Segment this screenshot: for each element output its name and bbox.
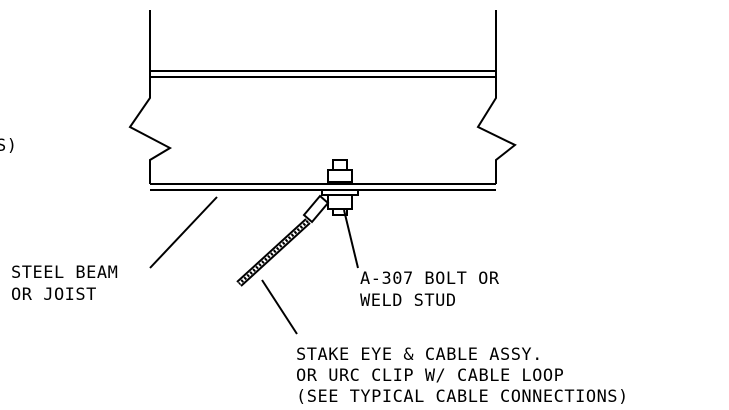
cable-line-b <box>240 222 311 287</box>
bolt-tail <box>332 208 348 216</box>
stake-leader <box>261 279 298 335</box>
bolt-nut-top <box>327 169 353 183</box>
stake-eye-clip <box>302 194 330 224</box>
leader-lines <box>149 196 359 335</box>
steel-beam-leader <box>149 196 218 269</box>
bolt-head-top <box>332 159 348 171</box>
bolt-nut-bottom <box>327 194 353 210</box>
bolt-label-line2: WELD STUD <box>360 291 457 311</box>
left-cut-off-text: S) <box>0 136 17 156</box>
stake-label-line2: OR URC CLIP W/ CABLE LOOP <box>296 366 564 386</box>
bolt-assembly <box>321 159 359 216</box>
stake-eye-cable-assembly <box>236 194 330 287</box>
cable-line-a <box>236 218 307 283</box>
bolt-label-line1: A-307 BOLT OR <box>360 269 500 289</box>
bolt-leader <box>343 209 359 269</box>
stake-label-line1: STAKE EYE & CABLE ASSY. <box>296 345 543 365</box>
left-web-line-upper <box>128 10 173 184</box>
beam-outline <box>128 10 517 191</box>
steel-beam-label-line2: OR JOIST <box>11 285 97 305</box>
right-web-line-upper <box>476 10 517 184</box>
steel-beam-label-line1: STEEL BEAM <box>11 263 118 283</box>
cable-hatch <box>237 219 310 286</box>
stake-label-line3: (SEE TYPICAL CABLE CONNECTIONS) <box>296 387 629 407</box>
